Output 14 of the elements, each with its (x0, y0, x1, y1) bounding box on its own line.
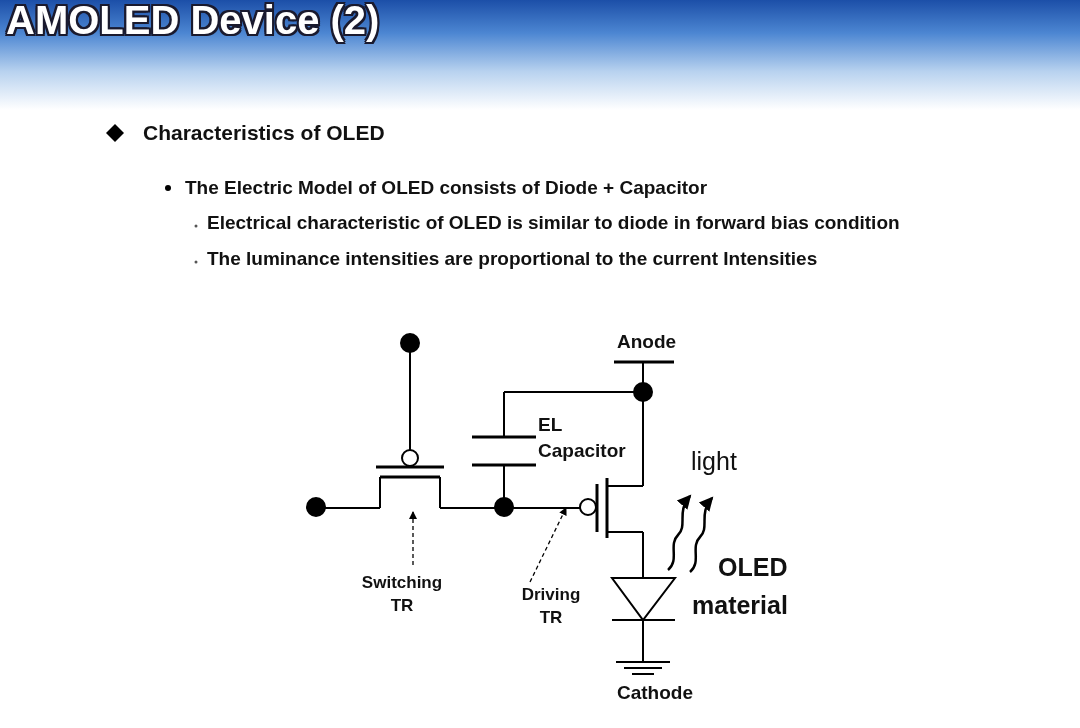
component-label: EL Capacitor (538, 413, 627, 463)
bullet-text: Electrical characteristic of OLED is similar to diode in forward bias condition (207, 212, 900, 234)
component-label: OLED material (692, 552, 789, 621)
slide-title: AMOLED Device (2) (6, 0, 380, 43)
component-label: Switching TR (352, 571, 452, 617)
terminal-label: Anode (617, 331, 677, 353)
section-heading: Characteristics of OLED (143, 121, 385, 145)
light-label: light (691, 447, 737, 476)
terminal-label: Cathode (617, 682, 693, 704)
leader-line (529, 507, 567, 583)
component-label: Driving TR (516, 583, 586, 629)
leader-line (409, 511, 417, 566)
bullet-text: The luminance intensities are proportional to the current Intensities (207, 248, 818, 270)
bullet-text: The Electric Model of OLED consists of Diode + Capacitor (185, 177, 708, 199)
